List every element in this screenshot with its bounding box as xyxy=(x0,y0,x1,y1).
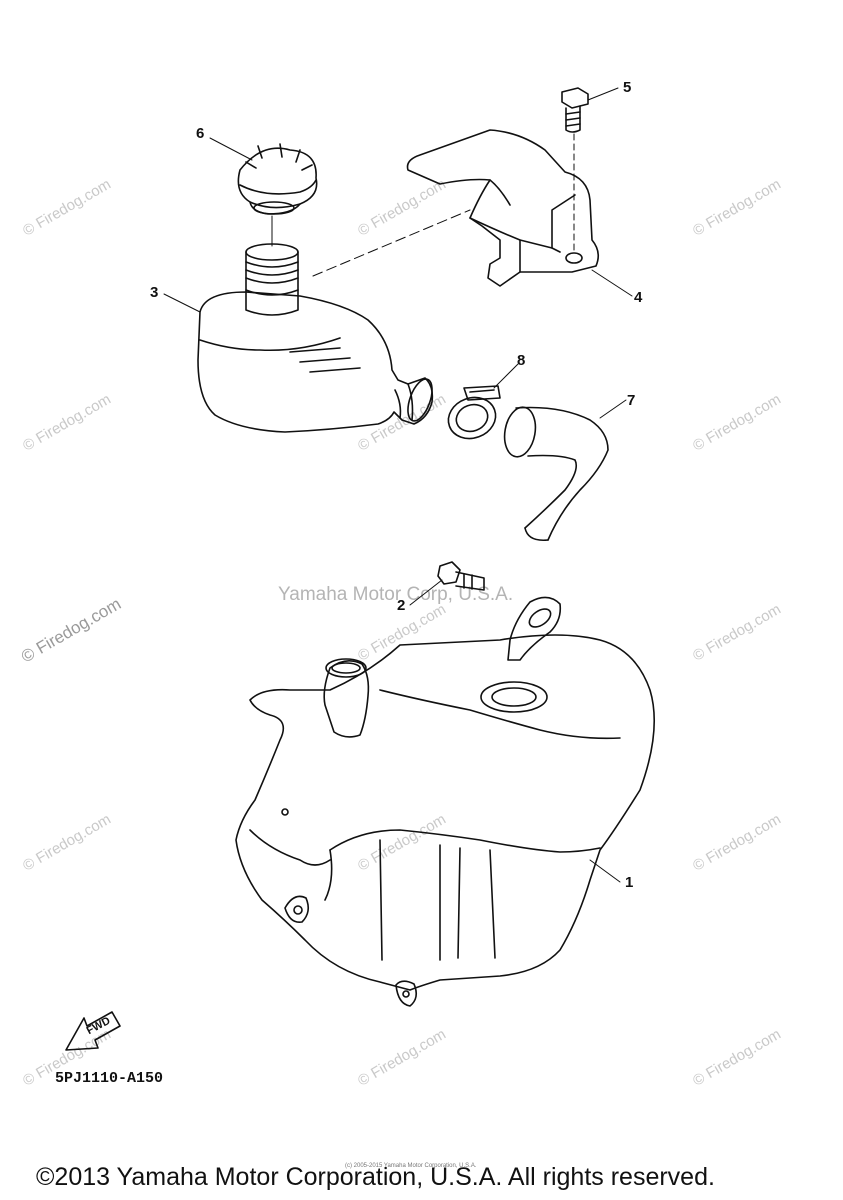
callout-2: 2 xyxy=(397,597,406,614)
part-6-cap xyxy=(237,143,318,215)
callout-7: 7 xyxy=(627,392,636,409)
callout-8: 8 xyxy=(517,352,526,369)
callout-4: 4 xyxy=(634,289,643,306)
callout-5: 5 xyxy=(623,79,632,96)
diagram-code: 5PJ1110-A150 xyxy=(55,1070,164,1087)
part-8-clamp xyxy=(447,385,501,440)
callout-3: 3 xyxy=(150,284,159,301)
footer-copyright: ©2013 Yamaha Motor Corporation, U.S.A. A… xyxy=(36,1163,715,1191)
part-4-bracket xyxy=(406,129,600,287)
part-7-hose xyxy=(503,406,609,542)
fwd-arrow-icon xyxy=(65,1011,121,1051)
watermark-yamaha: Yamaha Motor Corp, U.S.A. xyxy=(278,584,514,605)
small-print-copyright: (c) 2005-2015 Yamaha Motor Corporation, … xyxy=(345,1163,477,1169)
part-1-fuel-tank xyxy=(235,596,656,1007)
part-5-bolt xyxy=(561,87,589,133)
callout-6: 6 xyxy=(196,125,205,142)
callout-leaders xyxy=(163,87,633,883)
part-3-oil-tank xyxy=(197,243,434,433)
callout-1: 1 xyxy=(625,874,634,891)
part-2-bolt xyxy=(437,561,485,591)
